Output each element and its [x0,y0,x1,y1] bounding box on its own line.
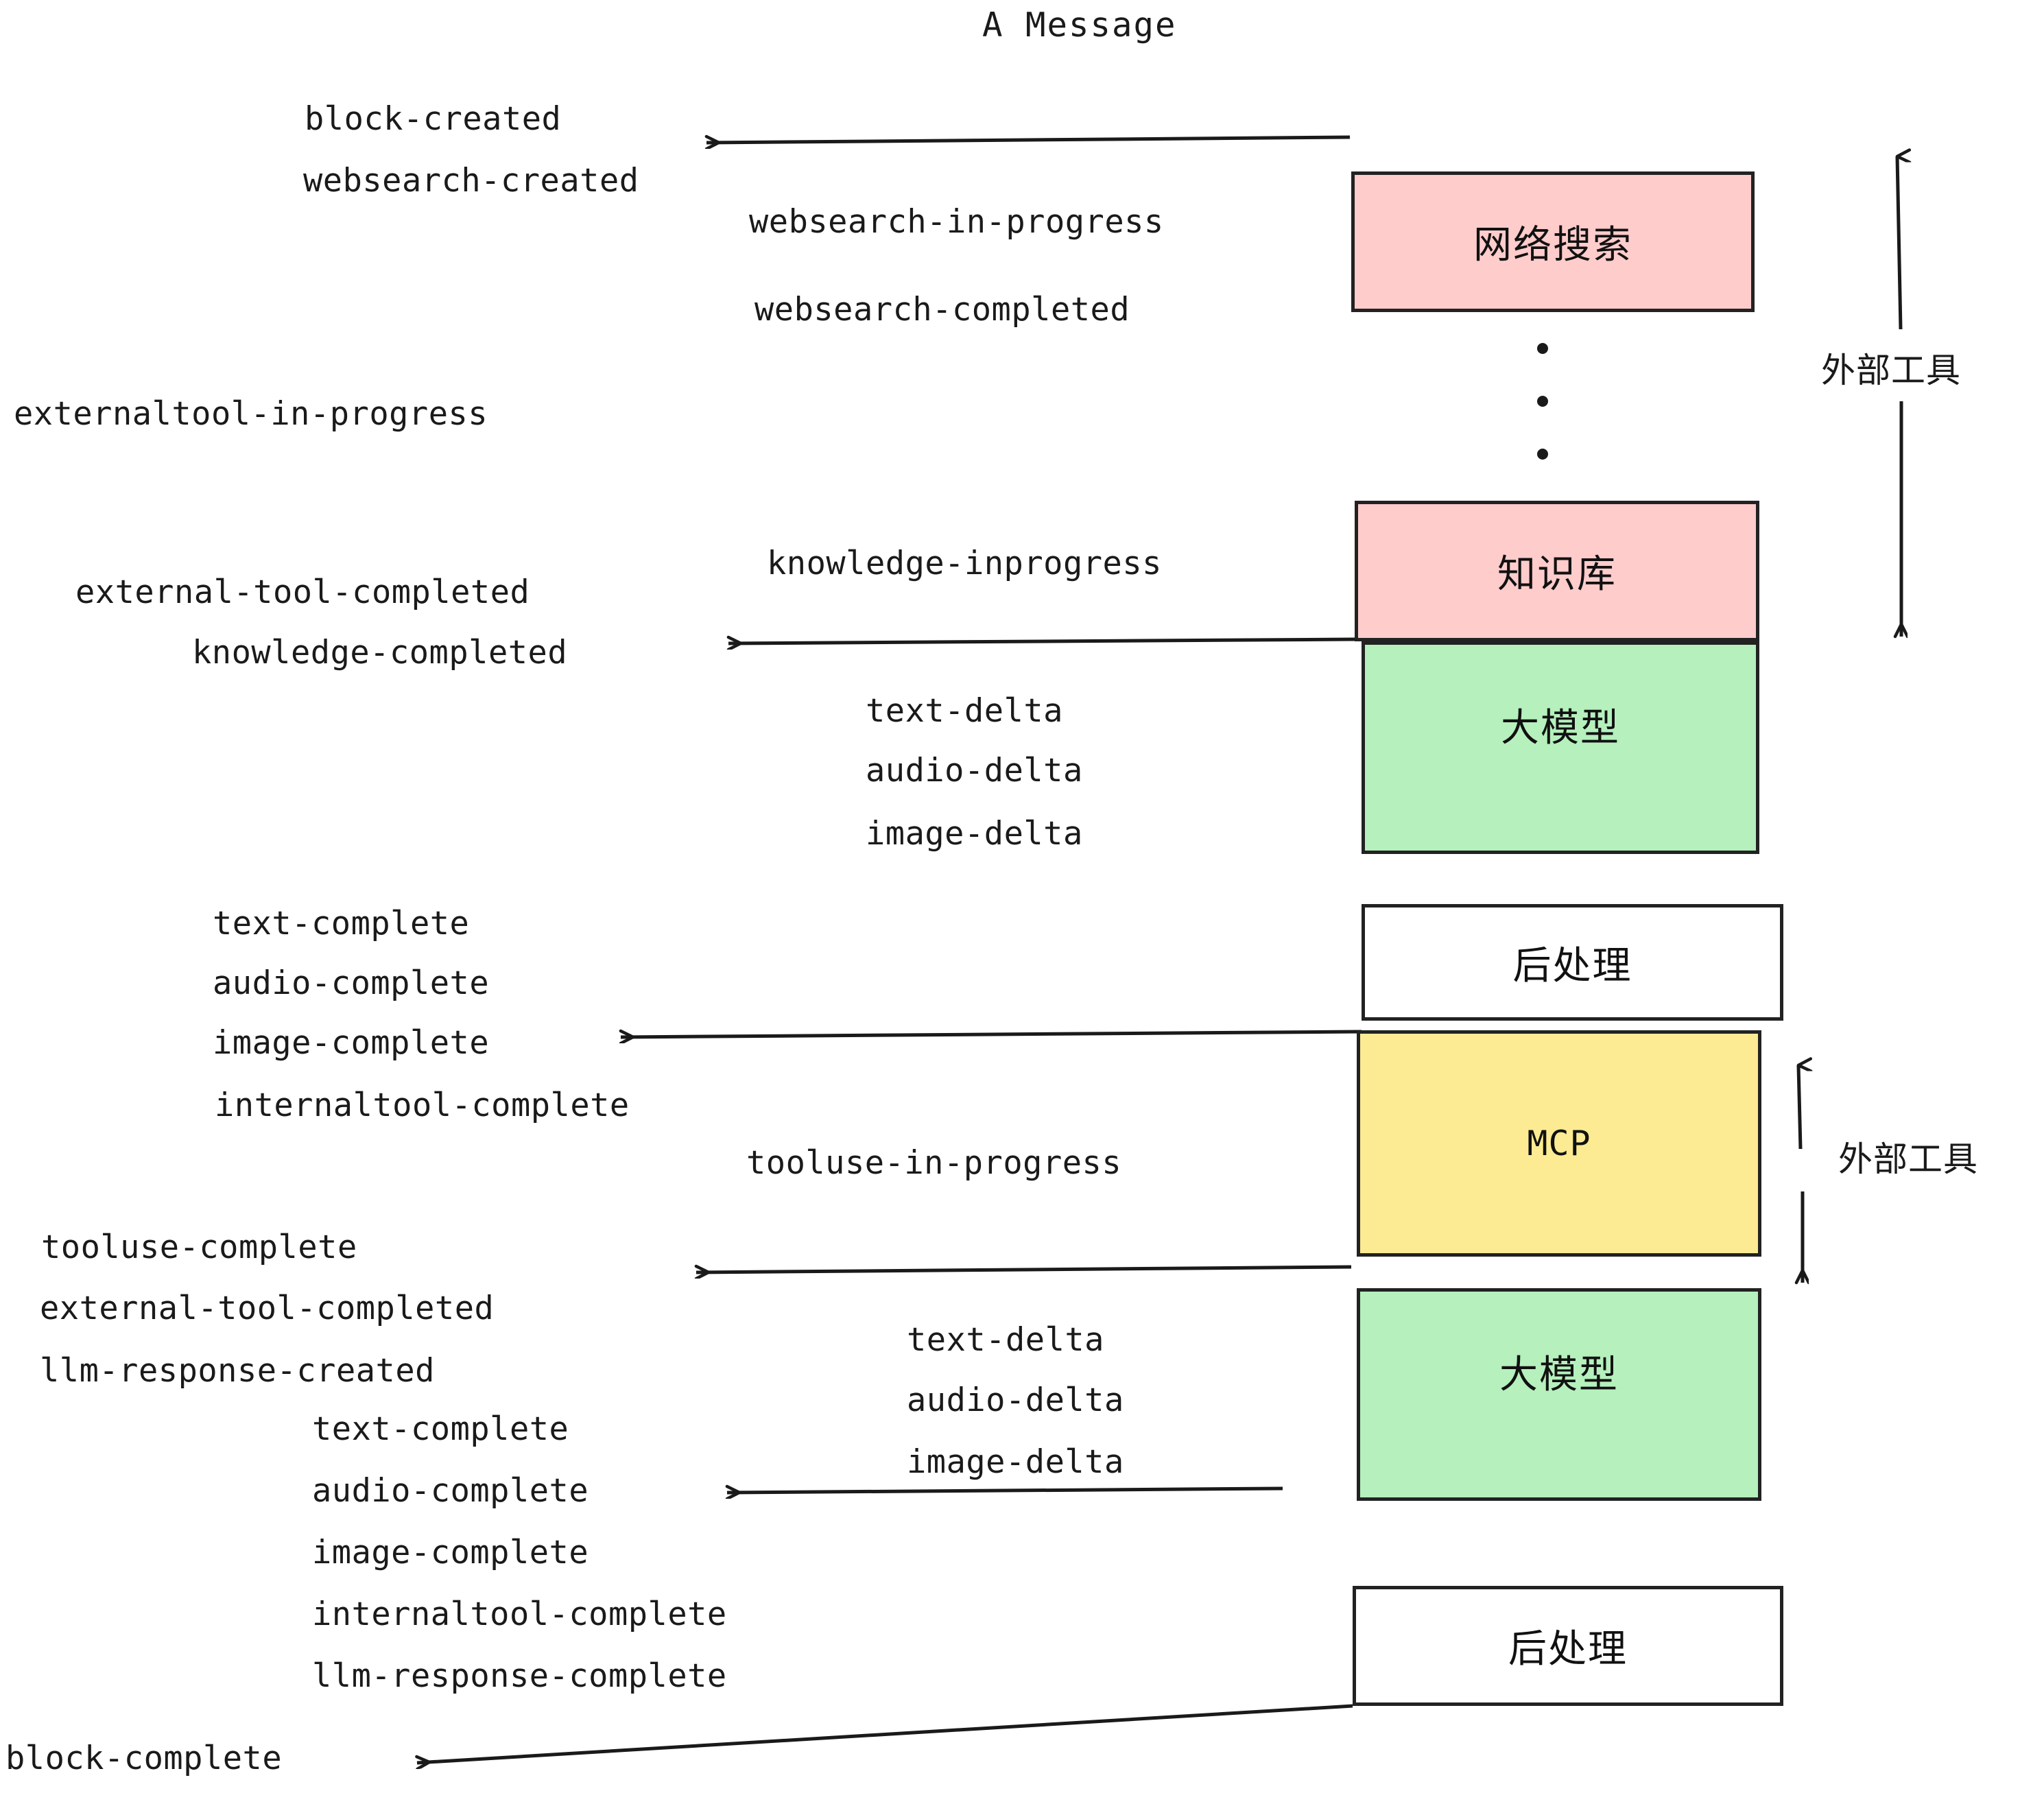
vertical-ellipsis [1536,343,1549,460]
event-llm-response-created: llm-response-created [40,1352,435,1390]
event-image-complete-2: image-complete [312,1534,589,1571]
side-label-external-tool-top: 外部工具 [1821,351,1961,390]
event-audio-complete-2: audio-complete [312,1472,589,1510]
event-image-complete-1: image-complete [213,1024,490,1062]
side-label-external-tool-bottom: 外部工具 [1838,1139,1978,1179]
event-internaltool-complete-2: internaltool-complete [312,1595,727,1633]
node-postprocess-first-label: 后处理 [1512,943,1632,988]
event-audio-delta-1: audio-delta [866,752,1083,790]
node-postprocess-first[interactable]: 后处理 [1362,904,1783,1021]
node-postprocess-second-label: 后处理 [1508,1627,1628,1672]
event-text-complete-1: text-complete [213,905,470,942]
event-external-tool-completed-2: external-tool-completed [40,1290,495,1327]
node-mcp-label: MCP [1527,1124,1591,1163]
arrow-external-tool-bottom-up [1796,1065,1801,1150]
arrow-llm1-to-imagecomplete [621,1032,1362,1037]
node-knowledgebase[interactable]: 知识库 [1355,501,1759,641]
event-text-delta-2: text-delta [907,1321,1104,1359]
node-llm-first-label: 大模型 [1501,705,1620,750]
node-websearch-label: 网络搜索 [1473,223,1632,268]
event-text-delta-1: text-delta [866,692,1063,730]
event-knowledge-completed: knowledge-completed [192,634,568,672]
event-audio-complete-1: audio-complete [213,964,490,1002]
event-image-delta-2: image-delta [907,1443,1124,1481]
event-block-complete: block-complete [5,1740,283,1777]
node-websearch[interactable]: 网络搜索 [1351,171,1755,312]
event-external-tool-completed-1: external-tool-completed [75,573,530,611]
node-postprocess-second[interactable]: 后处理 [1353,1586,1783,1706]
arrow-llm2-to-audiocomplete [727,1488,1283,1493]
event-llm-response-complete: llm-response-complete [312,1657,727,1695]
arrow-postprocess-to-blockcomplete [417,1704,1353,1763]
node-llm-first[interactable]: 大模型 [1362,641,1759,854]
event-tooluse-complete: tooluse-complete [41,1229,357,1266]
event-audio-delta-2: audio-delta [907,1381,1124,1419]
node-knowledgebase-label: 知识库 [1497,552,1617,597]
node-mcp[interactable]: MCP [1357,1030,1761,1257]
arrow-mcp-to-tooluse [696,1267,1352,1272]
arrow-knowledge-to-completed [728,639,1355,643]
node-llm-second-label: 大模型 [1499,1352,1619,1397]
arrow-external-tool-top-up [1895,156,1901,330]
event-block-created: block-created [305,100,562,138]
event-websearch-in-progress: websearch-in-progress [749,203,1164,241]
page-title: A Message [982,5,1177,45]
event-websearch-completed: websearch-completed [754,291,1130,329]
event-externaltool-in-progress: externaltool-in-progress [14,395,488,433]
event-tooluse-in-progress: tooluse-in-progress [746,1144,1122,1182]
event-internaltool-complete-1: internaltool-complete [215,1087,630,1124]
event-image-delta-1: image-delta [866,815,1083,853]
arrow-websearch-to-block [706,137,1351,143]
event-knowledge-inprogress: knowledge-inprogress [767,545,1162,582]
event-websearch-created: websearch-created [303,162,639,200]
event-text-complete-2: text-complete [312,1410,569,1448]
node-llm-second[interactable]: 大模型 [1357,1288,1761,1501]
